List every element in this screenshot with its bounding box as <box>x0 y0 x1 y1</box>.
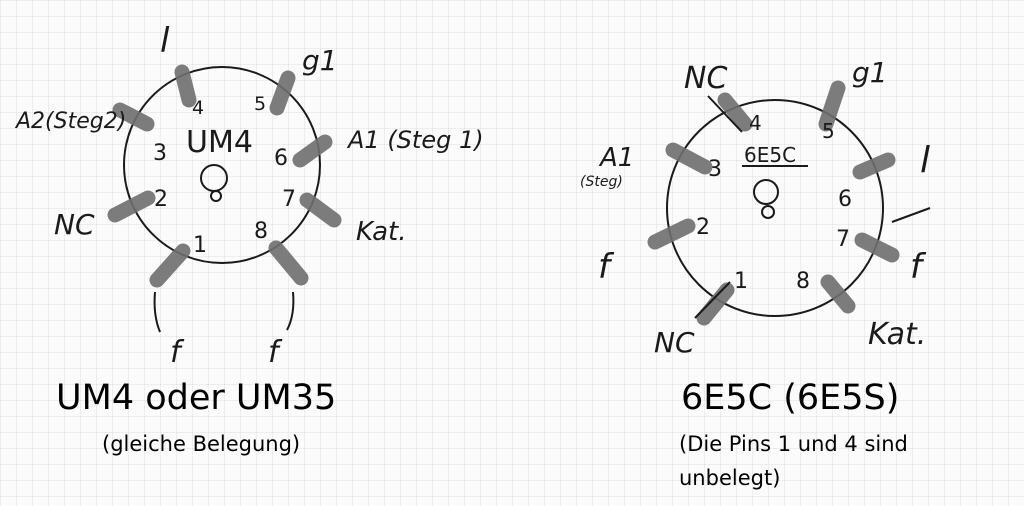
um4-lead-right <box>286 291 295 331</box>
6e5c-pin3-stub <box>665 142 713 175</box>
6e5c-lead-nc-bottom <box>694 281 731 319</box>
6e5c-socket: 4 5 3 6 2 7 1 8 6E5C NC g1 A1 (Steg) l f… <box>580 56 931 359</box>
um4-signal-f-left: f <box>170 335 185 370</box>
6e5c-pin7-stub <box>854 232 900 263</box>
um4-pin8-number: 8 <box>254 219 268 244</box>
6e5c-pin8-number: 8 <box>796 269 810 294</box>
6e5c-pin8-stub <box>820 274 856 314</box>
um4-caption-subtitle: (gleiche Belegung) <box>102 432 301 456</box>
um4-pin3-number: 3 <box>153 141 167 166</box>
6e5c-pin2-stub <box>647 218 696 250</box>
6e5c-signal-steg: (Steg) <box>580 174 623 190</box>
um4-pin4-number: 4 <box>192 97 204 119</box>
6e5c-caption-title: 6E5C (6E5S) <box>681 378 900 418</box>
um4-pin6-number: 6 <box>274 146 288 171</box>
6e5c-caption-subtitle-line1: (Die Pins 1 und 4 sind <box>679 432 908 456</box>
6e5c-pin4-stub <box>717 92 753 132</box>
um4-signal-g1: g1 <box>302 44 338 77</box>
um4-socket-ring <box>123 66 321 264</box>
6e5c-signal-a1: A1 <box>598 143 634 173</box>
um4-pin6-stub <box>292 134 333 168</box>
um4-pin7-number: 7 <box>282 187 296 212</box>
6e5c-signal-l: l <box>920 140 930 181</box>
6e5c-lead-nc-top <box>707 95 743 133</box>
6e5c-pin7-number: 7 <box>836 227 850 252</box>
um4-pin3-stub <box>112 102 155 132</box>
6e5c-pin5-stub <box>818 80 846 132</box>
um4-pin1-stub <box>149 243 191 288</box>
um4-caption-title: UM4 oder UM35 <box>56 378 337 418</box>
um4-pin5-stub <box>269 70 296 116</box>
um4-key-dot <box>210 190 222 202</box>
um4-pin1-number: 1 <box>193 233 207 258</box>
6e5c-pin3-number: 3 <box>708 157 722 182</box>
6e5c-pin6-number: 6 <box>838 187 852 212</box>
6e5c-tube-label: 6E5C <box>744 143 796 167</box>
um4-signal-a1: A1 (Steg 1) <box>346 126 484 154</box>
um4-lead-left <box>153 291 161 333</box>
6e5c-signal-f-right: f <box>910 247 927 287</box>
6e5c-signal-kat: Kat. <box>868 317 926 352</box>
um4-pin8-stub <box>268 240 309 286</box>
6e5c-pin4-number: 4 <box>749 111 762 135</box>
6e5c-caption-subtitle-line2: unbelegt) <box>679 466 781 490</box>
6e5c-pin5-number: 5 <box>822 119 835 143</box>
6e5c-key-circle <box>753 179 779 205</box>
6e5c-pin2-number: 2 <box>696 215 710 240</box>
um4-signal-kat: Kat. <box>356 217 407 247</box>
6e5c-socket-ring <box>666 99 884 317</box>
um4-pin2-stub <box>107 190 156 223</box>
6e5c-lead-f <box>891 207 931 223</box>
6e5c-pin1-number: 1 <box>734 269 748 294</box>
6e5c-pin6-stub <box>852 152 896 180</box>
um4-socket: 4 5 3 6 2 7 1 8 UM4 l g1 A2(Steg2) A1 (S… <box>14 21 484 370</box>
um4-signal-a2: A2(Steg2) <box>14 109 126 134</box>
um4-tube-label: UM4 <box>186 125 253 160</box>
6e5c-signal-nc-top: NC <box>684 61 727 96</box>
um4-signal-nc: NC <box>54 208 95 241</box>
6e5c-signal-g1: g1 <box>852 56 888 89</box>
um4-signal-f-right: f <box>268 335 283 370</box>
6e5c-pin1-stub <box>696 282 735 326</box>
6e5c-key-dot <box>761 205 775 219</box>
um4-key-circle <box>200 164 228 192</box>
um4-signal-l: l <box>160 21 170 61</box>
um4-pin2-number: 2 <box>154 187 168 212</box>
um4-pin7-stub <box>299 192 342 228</box>
6e5c-signal-f-left: f <box>598 247 615 287</box>
um4-pin5-number: 5 <box>254 93 266 115</box>
6e5c-signal-nc-bottom: NC <box>654 326 695 359</box>
um4-pin4-stub <box>174 64 197 108</box>
